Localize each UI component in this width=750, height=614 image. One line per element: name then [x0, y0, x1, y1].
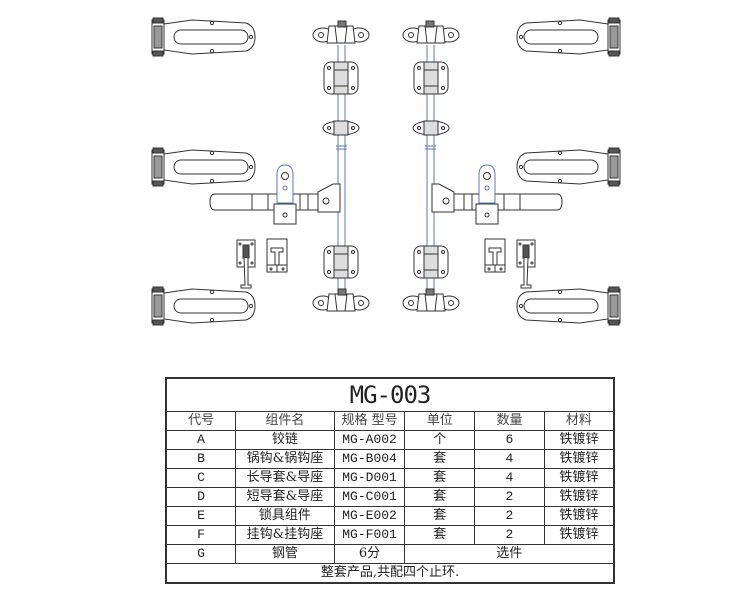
cell-name: 长导套&导座	[235, 468, 335, 488]
cell-material: 铁镀锌	[543, 487, 615, 507]
cell-name: 锁具组件	[235, 506, 335, 526]
cell-qty: 2	[474, 525, 545, 545]
left-door-assembly	[152, 18, 369, 325]
cell-name: 锅钩&锅钩座	[235, 449, 335, 469]
table-row: G 钢管 6分 选件	[165, 544, 615, 564]
cell-name: 钢管	[235, 544, 335, 564]
cell-material: 铁镀锌	[543, 430, 615, 450]
cell-unit: 套	[404, 487, 476, 507]
cell-qty: 2	[474, 487, 545, 507]
cell-qty: 4	[474, 468, 545, 488]
cell-note: 选件	[404, 544, 615, 564]
cell-name: 短导套&导座	[235, 487, 335, 507]
cell-spec: MG-A002	[333, 430, 406, 450]
cell-qty: 2	[474, 506, 545, 526]
table-header-row: 代号 组件名 规格 型号 单位 数量 材料	[165, 411, 615, 431]
cell-code: B	[165, 449, 237, 469]
cell-material: 铁镀锌	[543, 506, 615, 526]
cell-unit: 套	[404, 449, 476, 469]
cell-code: F	[165, 525, 237, 545]
table-title-row: MG-003	[165, 377, 615, 412]
cell-name: 挂钩&挂钩座	[235, 525, 335, 545]
cell-material: 铁镀锌	[543, 525, 615, 545]
header-spec: 规格 型号	[333, 411, 406, 431]
cell-material: 铁镀锌	[543, 468, 615, 488]
cell-code: G	[165, 544, 237, 564]
cell-qty: 4	[474, 449, 545, 469]
cell-code: C	[165, 468, 237, 488]
cell-unit: 套	[404, 525, 476, 545]
cell-spec: 6分	[333, 544, 406, 564]
cell-code: D	[165, 487, 237, 507]
header-material: 材料	[543, 411, 615, 431]
header-code: 代号	[165, 411, 237, 431]
table-footer-row: 整套产品,共配四个止环.	[165, 563, 615, 584]
cell-unit: 套	[404, 468, 476, 488]
model-title: MG-003	[165, 377, 615, 412]
door-lock-assembly-drawing	[0, 0, 750, 370]
right-door-assembly	[403, 18, 620, 325]
header-qty: 数量	[474, 411, 545, 431]
footer-note: 整套产品,共配四个止环.	[165, 563, 615, 584]
cell-spec: MG-F001	[333, 525, 406, 545]
cell-code: A	[165, 430, 237, 450]
cell-spec: MG-C001	[333, 487, 406, 507]
cell-material: 铁镀锌	[543, 449, 615, 469]
cell-unit: 套	[404, 506, 476, 526]
cell-unit: 个	[404, 430, 476, 450]
cell-spec: MG-E002	[333, 506, 406, 526]
cell-spec: MG-D001	[333, 468, 406, 488]
cell-spec: MG-B004	[333, 449, 406, 469]
header-name: 组件名	[235, 411, 335, 431]
cell-code: E	[165, 506, 237, 526]
header-unit: 单位	[404, 411, 476, 431]
cell-qty: 6	[474, 430, 545, 450]
cell-name: 铰链	[235, 430, 335, 450]
